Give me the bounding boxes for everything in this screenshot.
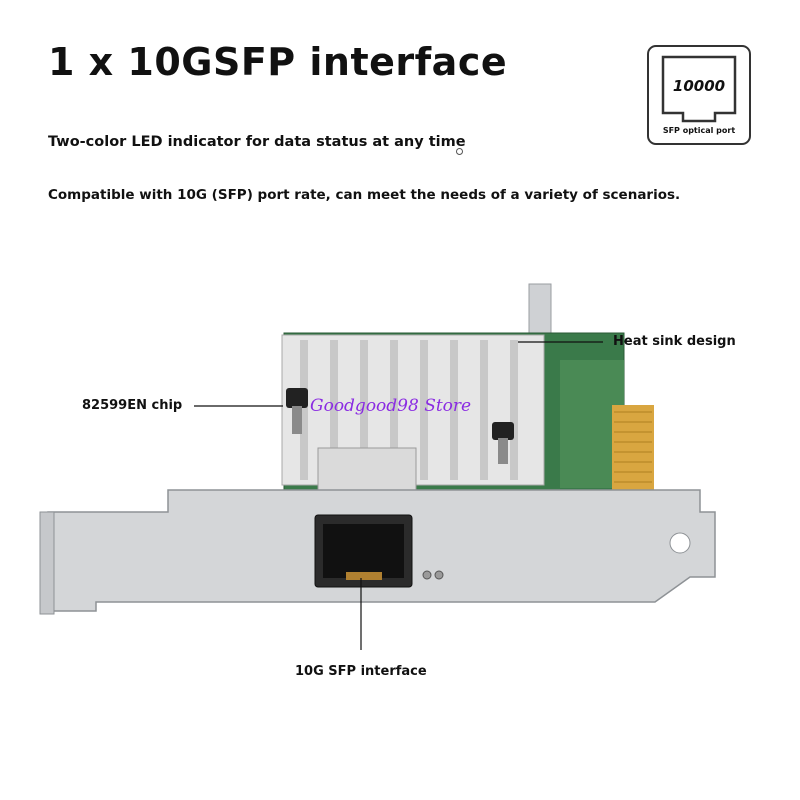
store-watermark: Goodgood98 Store [310,396,472,416]
screw-right [492,422,514,464]
badge-number: 10000 [672,77,726,95]
bracket-tab [39,511,55,615]
feature-compat: Compatible with 10G (SFP) port rate, can… [48,187,681,203]
bracket-hole [669,532,691,554]
led-2 [434,570,444,580]
screw-left [286,388,308,434]
badge-caption: SFP optical port [662,126,736,135]
callout-heat-sink: Heat sink design [613,334,736,349]
sfp-port [314,514,413,588]
gold-contacts [612,405,654,491]
decorative-dot [456,148,463,155]
feature-led: Two-color LED indicator for data status … [48,134,466,150]
led-1 [422,570,432,580]
callout-sfp-interface: 10G SFP interface [295,664,427,679]
page-title: 1 x 10GSFP interface [48,40,508,84]
sfp-port-badge: 10000 SFP optical port [647,45,751,145]
sfp-port-icon [661,55,737,123]
callout-chip: 82599EN chip [82,398,183,413]
